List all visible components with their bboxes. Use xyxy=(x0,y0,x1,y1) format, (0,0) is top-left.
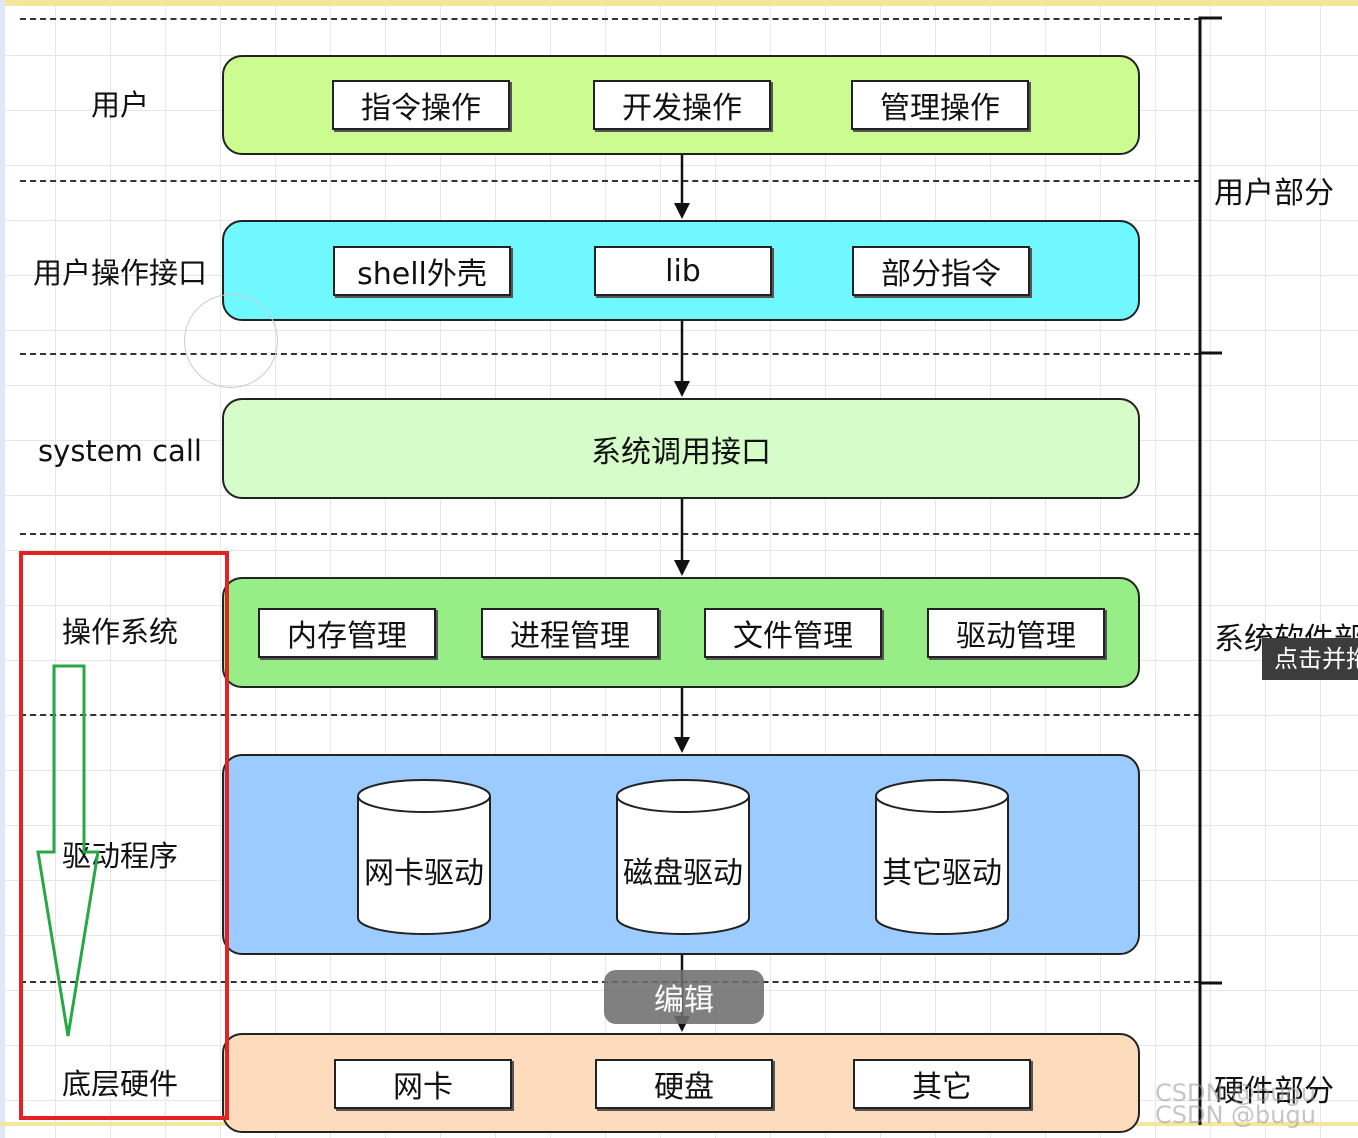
flow-arrow xyxy=(674,688,690,753)
flow-arrow xyxy=(674,321,690,397)
drag-tooltip: 点击并拖 xyxy=(1262,638,1358,680)
other-driver-cylinder: 其它驱动 xyxy=(874,778,1010,936)
process-management-box: 进程管理 xyxy=(481,608,659,658)
layer-label-driver: 驱动程序 xyxy=(61,839,178,873)
layer-label-system-call: system call xyxy=(38,434,202,468)
left-border-line xyxy=(0,0,5,1138)
nic-box: 网卡 xyxy=(334,1059,512,1109)
separator xyxy=(20,533,1200,535)
cylinder-shape xyxy=(357,779,491,935)
watermark-line: CSDN @bugu xyxy=(1155,1079,1316,1107)
disk-driver-cylinder: 磁盘驱动 xyxy=(615,778,751,936)
layer-label-user: 用户 xyxy=(90,88,149,122)
system-call-interface-text: 系统调用接口 xyxy=(591,434,771,470)
user-layer-band: 指令操作 开发操作 管理操作 xyxy=(222,55,1140,155)
highlight-rectangle xyxy=(19,551,229,1120)
file-management-box: 文件管理 xyxy=(704,608,882,658)
other-driver-label: 其它驱动 xyxy=(882,856,1002,891)
flow-arrow xyxy=(674,499,690,576)
separator xyxy=(20,714,1200,716)
driver-management-box: 驱动管理 xyxy=(927,608,1105,658)
cylinder-shape xyxy=(616,779,750,935)
layer-label-user-interface: 用户操作接口 xyxy=(32,256,207,290)
disk-box: 硬盘 xyxy=(595,1059,773,1109)
user-part-label: 用户部分 xyxy=(1214,176,1334,211)
partial-commands-box: 部分指令 xyxy=(852,246,1030,296)
shell-box: shell外壳 xyxy=(333,246,511,296)
lib-box: lib xyxy=(594,246,772,296)
hardware-layer-band: 网卡 硬盘 其它 xyxy=(222,1033,1140,1133)
layer-label-os: 操作系统 xyxy=(61,615,178,649)
command-operation-box: 指令操作 xyxy=(332,80,510,130)
other-hardware-box: 其它 xyxy=(853,1059,1031,1109)
csdn-watermark: CSDN @bugu CSDN @bugu xyxy=(1155,1079,1355,1129)
system-call-layer-band: 系统调用接口 xyxy=(222,398,1140,499)
nic-driver-cylinder: 网卡驱动 xyxy=(356,778,492,936)
flow-arrow xyxy=(674,155,690,219)
management-operation-box: 管理操作 xyxy=(851,80,1029,130)
separator xyxy=(20,18,1200,20)
os-layer-band: 内存管理 进程管理 文件管理 驱动管理 xyxy=(222,577,1140,688)
memory-management-box: 内存管理 xyxy=(258,608,436,658)
development-operation-box: 开发操作 xyxy=(593,80,771,130)
top-border-line xyxy=(0,0,1358,6)
separator xyxy=(20,180,1200,182)
right-bracket xyxy=(1198,16,1222,1125)
nic-driver-label: 网卡驱动 xyxy=(364,856,484,891)
cylinder-shape xyxy=(875,779,1009,935)
separator xyxy=(20,353,1200,355)
cursor-circle xyxy=(184,294,278,388)
watermark-line: CSDN @bugu xyxy=(1155,1101,1316,1129)
disk-driver-label: 磁盘驱动 xyxy=(623,856,743,891)
user-interface-layer-band: shell外壳 lib 部分指令 xyxy=(222,220,1140,321)
hardware-part-label: 硬件部分 xyxy=(1214,1074,1334,1109)
layer-label-hardware: 底层硬件 xyxy=(61,1067,178,1101)
edit-button[interactable]: 编辑 xyxy=(604,970,764,1024)
driver-layer-band: 网卡驱动 磁盘驱动 其它驱动 xyxy=(222,754,1140,955)
down-arrow-annotation xyxy=(36,664,100,1037)
